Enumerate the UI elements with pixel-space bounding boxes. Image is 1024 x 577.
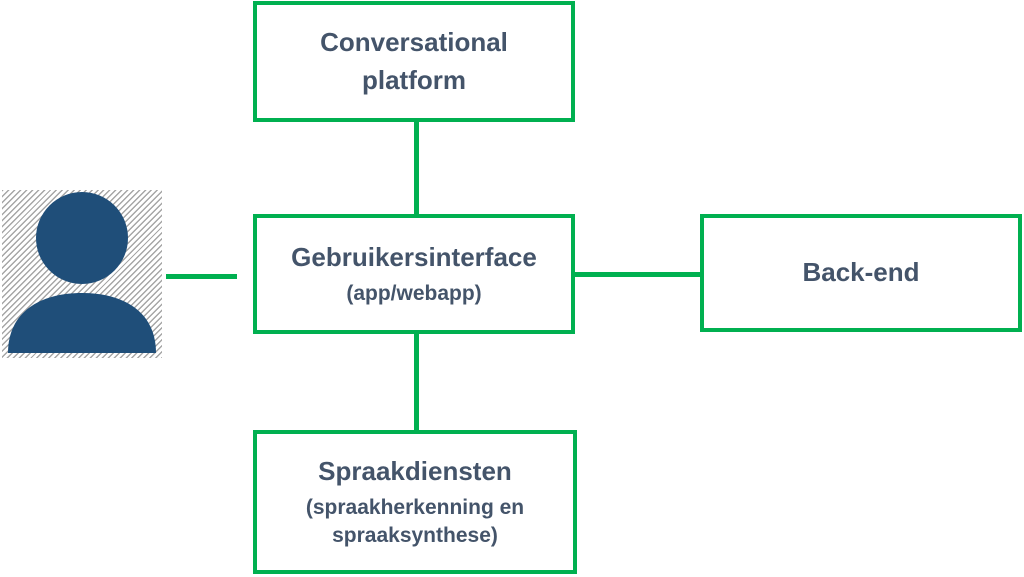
connector-interface-to-speech xyxy=(414,334,419,430)
conversational-platform-label: Conversational platform xyxy=(320,26,508,95)
box-speech-services: Spraakdiensten (spraakherkenning en spra… xyxy=(253,430,577,574)
box-user-interface: Gebruikersinterface (app/webapp) xyxy=(253,214,575,334)
box-backend: Back-end xyxy=(700,214,1022,332)
backend-label: Back-end xyxy=(802,257,920,288)
box-conversational-platform: Conversational platform xyxy=(253,1,575,122)
person-silhouette-icon xyxy=(8,192,156,353)
speech-services-label: Spraakdiensten xyxy=(318,456,512,487)
user-icon xyxy=(2,190,162,358)
speech-services-sublabel: (spraakherkenning en spraaksynthese) xyxy=(305,496,525,548)
connector-platform-to-interface xyxy=(414,122,419,214)
user-interface-sublabel: (app/webapp) xyxy=(346,282,482,306)
connector-interface-to-backend xyxy=(573,272,702,277)
connector-user-to-interface xyxy=(166,274,237,279)
user-interface-label: Gebruikersinterface xyxy=(291,242,537,273)
